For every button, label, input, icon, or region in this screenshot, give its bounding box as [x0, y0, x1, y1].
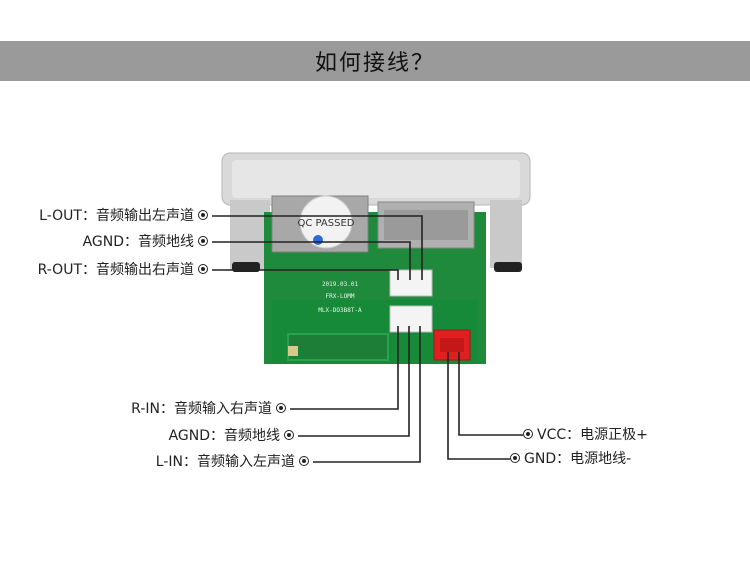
test-pad	[288, 346, 298, 356]
antenna-trace	[287, 333, 389, 361]
label-l-out: L-OUT：音频输出左声道	[39, 207, 212, 225]
connector-dot-icon	[299, 456, 309, 466]
right-leader-lines	[447, 352, 523, 460]
label-gnd: GND：电源地线-	[506, 450, 631, 468]
connector-dot-icon	[510, 453, 520, 463]
connector-dot-icon	[198, 210, 208, 220]
qc-sticker	[299, 195, 353, 249]
connector-dot-icon	[523, 429, 533, 439]
label-name: GND	[524, 451, 557, 467]
label-desc: 音频地线	[138, 234, 194, 250]
silk-line-3: 2019.03.01	[322, 281, 359, 288]
label-name: AGND	[168, 428, 210, 444]
label-desc: 音频输入右声道	[174, 401, 272, 417]
label-name: AGND	[82, 234, 124, 250]
label-name: VCC	[537, 427, 567, 443]
bottom-leader-lines	[290, 326, 421, 463]
nut-right	[494, 262, 522, 272]
connector-dot-icon	[198, 236, 208, 246]
label-l-in: L-IN：音频输入左声道	[156, 453, 313, 471]
connector-dot-icon	[284, 430, 294, 440]
label-name: L-IN	[155, 454, 183, 470]
page-title: 如何接线？	[314, 51, 435, 76]
label-desc: 电源地线-	[570, 451, 632, 467]
left-leader-lines	[212, 215, 423, 280]
connector-dot-icon	[198, 264, 208, 274]
panel-bracket-left	[230, 200, 270, 270]
label-agnd-out: AGND：音频地线	[83, 233, 212, 251]
label-agnd-in: AGND：音频地线	[169, 427, 298, 445]
title-bar: 如何接线？	[0, 41, 750, 81]
label-r-in: R-IN：音频输入右声道	[131, 400, 290, 418]
output-connector	[389, 269, 433, 297]
label-desc: 音频地线	[224, 428, 280, 444]
input-connector	[389, 305, 433, 333]
panel-bracket-right	[490, 200, 522, 268]
label-name: R-IN	[131, 401, 160, 417]
connector-dot-icon	[276, 403, 286, 413]
label-desc: 电源正极+	[580, 427, 648, 443]
silk-line-2: FRX-LOMM	[326, 293, 355, 300]
card-slot-inner	[384, 210, 468, 240]
silk-line-1: MLX-DO3B8T-A	[318, 307, 362, 314]
label-desc: 音频输入左声道	[197, 454, 295, 470]
qc-sticker-text: QC PASSED	[298, 218, 355, 229]
label-name: L-OUT	[39, 208, 82, 224]
label-desc: 音频输出左声道	[96, 208, 194, 224]
label-vcc: VCC：电源正极+	[519, 426, 648, 444]
qc-dot	[313, 235, 323, 245]
front-panel-inner	[232, 160, 520, 198]
label-desc: 音频输出右声道	[96, 262, 194, 278]
label-name: R-OUT	[37, 262, 82, 278]
label-r-out: R-OUT：音频输出右声道	[38, 261, 212, 279]
